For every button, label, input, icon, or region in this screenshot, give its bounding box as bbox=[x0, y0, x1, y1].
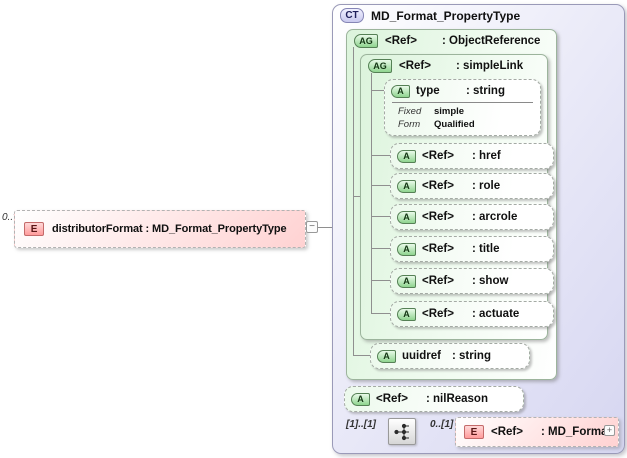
attribute-group-icon: AG bbox=[354, 34, 378, 48]
distributor-format-element[interactable]: E distributorFormat : MD_Format_Property… bbox=[14, 210, 306, 248]
show-attribute-name: <Ref> bbox=[422, 275, 454, 287]
attribute-icon: A bbox=[397, 274, 416, 288]
object-reference-branch-line bbox=[353, 47, 354, 355]
object-reference-header: AG <Ref> : ObjectReference bbox=[354, 34, 540, 48]
uuidref-attribute-name: uuidref bbox=[402, 350, 441, 362]
attribute-icon: A bbox=[377, 349, 396, 363]
form-facet-label: Form bbox=[398, 119, 421, 130]
element-icon: E bbox=[464, 425, 484, 439]
attribute-icon: A bbox=[397, 149, 416, 163]
type-elbow-line bbox=[371, 90, 384, 91]
simple-link-header: AG <Ref> : simpleLink bbox=[368, 59, 523, 73]
fixed-facet-label: Fixed bbox=[398, 106, 422, 117]
attribute-group-icon: AG bbox=[368, 59, 392, 73]
expand-button[interactable]: + bbox=[604, 425, 615, 436]
role-attribute-box[interactable]: A <Ref> : role bbox=[390, 173, 554, 199]
role-attribute-name: <Ref> bbox=[422, 180, 454, 192]
connector-entry-line bbox=[318, 227, 343, 228]
facet-separator bbox=[392, 102, 533, 103]
uuidref-attribute-box[interactable]: A uuidref : string bbox=[370, 343, 530, 369]
fixed-facet-value: simple bbox=[434, 106, 465, 117]
sequence-glyph bbox=[394, 423, 409, 440]
object-reference-type: : ObjectReference bbox=[442, 35, 541, 47]
uuidref-elbow-line bbox=[353, 355, 370, 356]
uuidref-attribute-type: : string bbox=[452, 350, 491, 362]
arcrole-elbow-line bbox=[371, 216, 390, 217]
attribute-icon: A bbox=[397, 242, 416, 256]
type-attribute-type: : string bbox=[466, 85, 505, 97]
arcrole-attribute-type: : arcrole bbox=[472, 211, 518, 223]
href-attribute-type: : href bbox=[472, 150, 501, 162]
complex-type-title: MD_Format_PropertyType bbox=[371, 9, 521, 23]
simple-link-elbow-line bbox=[353, 196, 360, 197]
actuate-attribute-box[interactable]: A <Ref> : actuate bbox=[390, 301, 554, 327]
form-facet-row: Form Qualified bbox=[385, 118, 540, 131]
attribute-icon: A bbox=[397, 179, 416, 193]
actuate-attribute-name: <Ref> bbox=[422, 308, 454, 320]
complex-type-icon: CT bbox=[340, 8, 364, 23]
actuate-elbow-line bbox=[371, 313, 390, 314]
fixed-facet-row: Fixed simple bbox=[385, 105, 540, 118]
simple-link-branch-line bbox=[371, 73, 372, 314]
nilreason-attribute-name: <Ref> bbox=[376, 393, 408, 405]
md-format-element[interactable]: E <Ref> : MD_Format bbox=[455, 417, 619, 447]
href-attribute-name: <Ref> bbox=[422, 150, 454, 162]
arcrole-attribute-box[interactable]: A <Ref> : arcrole bbox=[390, 204, 554, 230]
type-attribute-box[interactable]: A type : string Fixed simple Form Qualif… bbox=[384, 79, 541, 136]
attribute-icon: A bbox=[351, 392, 370, 406]
distributor-format-label: distributorFormat : MD_Format_PropertyTy… bbox=[52, 223, 287, 235]
role-attribute-type: : role bbox=[472, 180, 501, 192]
role-elbow-line bbox=[371, 185, 390, 186]
type-attribute-name: type bbox=[416, 85, 440, 97]
attribute-icon: A bbox=[391, 84, 410, 98]
md-format-name: <Ref> bbox=[491, 426, 523, 438]
attribute-icon: A bbox=[397, 210, 416, 224]
href-attribute-box[interactable]: A <Ref> : href bbox=[390, 143, 554, 169]
show-elbow-line bbox=[371, 280, 390, 281]
show-attribute-box[interactable]: A <Ref> : show bbox=[390, 268, 554, 294]
title-attribute-type: : title bbox=[472, 243, 500, 255]
form-facet-value: Qualified bbox=[434, 119, 475, 130]
simple-link-type: : simpleLink bbox=[456, 60, 524, 72]
show-attribute-type: : show bbox=[472, 275, 509, 287]
source-multiplicity-label: 0..* bbox=[2, 212, 18, 223]
element-icon: E bbox=[24, 222, 44, 236]
actuate-attribute-type: : actuate bbox=[472, 308, 520, 320]
attribute-icon: A bbox=[397, 307, 416, 321]
title-attribute-box[interactable]: A <Ref> : title bbox=[390, 236, 554, 262]
object-reference-name: <Ref> bbox=[385, 35, 417, 47]
nilreason-attribute-box[interactable]: A <Ref> : nilReason bbox=[344, 386, 524, 412]
collapse-button[interactable]: − bbox=[306, 221, 318, 233]
md-format-type: : MD_Format bbox=[541, 426, 612, 438]
sequence-right-multiplicity: 0..[1] bbox=[430, 419, 454, 430]
arcrole-attribute-name: <Ref> bbox=[422, 211, 454, 223]
simple-link-name: <Ref> bbox=[399, 60, 431, 72]
sequence-compositor-icon[interactable] bbox=[388, 418, 416, 445]
nilreason-attribute-type: : nilReason bbox=[426, 393, 488, 405]
href-elbow-line bbox=[371, 155, 390, 156]
type-attribute-header: A type : string bbox=[385, 80, 540, 102]
title-elbow-line bbox=[371, 248, 390, 249]
title-attribute-name: <Ref> bbox=[422, 243, 454, 255]
sequence-left-multiplicity: [1]..[1] bbox=[346, 419, 376, 430]
